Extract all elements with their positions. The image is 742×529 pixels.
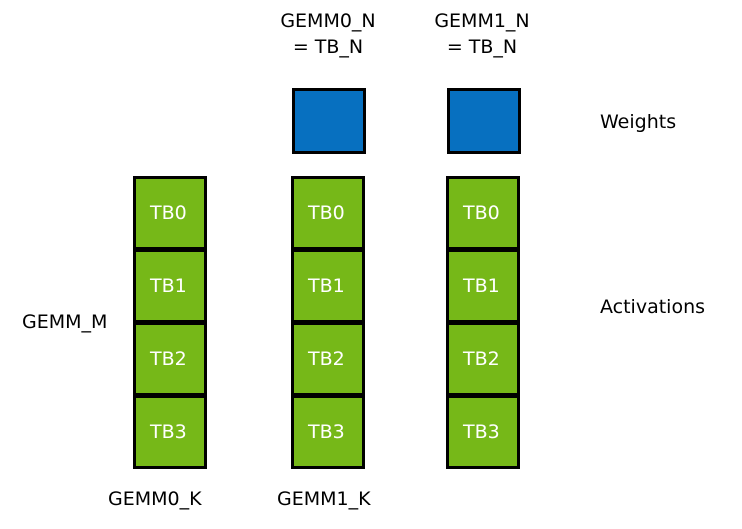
activation-cell: TB1 — [446, 249, 520, 323]
gemm1-activation-column-b: TB0 TB1 TB2 TB3 — [446, 176, 520, 469]
header-gemm1-line2: = TB_N — [446, 36, 518, 58]
activation-cell: TB3 — [446, 395, 520, 469]
activation-cell-label: TB0 — [463, 202, 500, 224]
activation-cell-label: TB0 — [308, 202, 345, 224]
activation-cell-label: TB0 — [150, 202, 187, 224]
activation-cell-label: TB2 — [463, 348, 500, 370]
activation-cell-label: TB3 — [150, 421, 187, 443]
activation-cell: TB3 — [133, 395, 207, 469]
gemm1-weight-block — [447, 88, 521, 154]
gemm0-weight-block — [292, 88, 366, 154]
header-label-gemm1-n: GEMM1_N = TB_N — [392, 8, 572, 60]
activation-cell: TB0 — [446, 176, 520, 250]
activation-cell-label: TB3 — [463, 421, 500, 443]
gemm1-k-axis-label: GEMM1_K — [277, 488, 371, 510]
activation-cell-label: TB1 — [463, 275, 500, 297]
header-label-gemm0-n: GEMM0_N = TB_N — [238, 8, 418, 60]
activation-cell-label: TB3 — [308, 421, 345, 443]
activations-row-label: Activations — [600, 296, 706, 318]
gemm1-activation-column-a: TB0 TB1 TB2 TB3 — [291, 176, 365, 469]
header-gemm0-line2: = TB_N — [292, 36, 364, 58]
activation-cell: TB0 — [133, 176, 207, 250]
activation-cell: TB3 — [291, 395, 365, 469]
gemm-m-axis-label: GEMM_M — [22, 311, 108, 333]
activation-cell: TB1 — [291, 249, 365, 323]
header-gemm1-line1: GEMM1_N — [434, 10, 530, 32]
activation-cell: TB0 — [291, 176, 365, 250]
activation-cell-label: TB2 — [150, 348, 187, 370]
gemm0-activation-column: TB0 TB1 TB2 TB3 — [133, 176, 207, 469]
activation-cell-label: TB1 — [150, 275, 187, 297]
weights-row-label: Weights — [600, 111, 677, 133]
header-gemm0-line1: GEMM0_N — [280, 10, 376, 32]
activation-cell: TB2 — [291, 322, 365, 396]
activation-cell: TB2 — [446, 322, 520, 396]
activation-cell: TB1 — [133, 249, 207, 323]
gemm0-k-axis-label: GEMM0_K — [108, 488, 202, 510]
activation-cell-label: TB2 — [308, 348, 345, 370]
activation-cell: TB2 — [133, 322, 207, 396]
activation-cell-label: TB1 — [308, 275, 345, 297]
